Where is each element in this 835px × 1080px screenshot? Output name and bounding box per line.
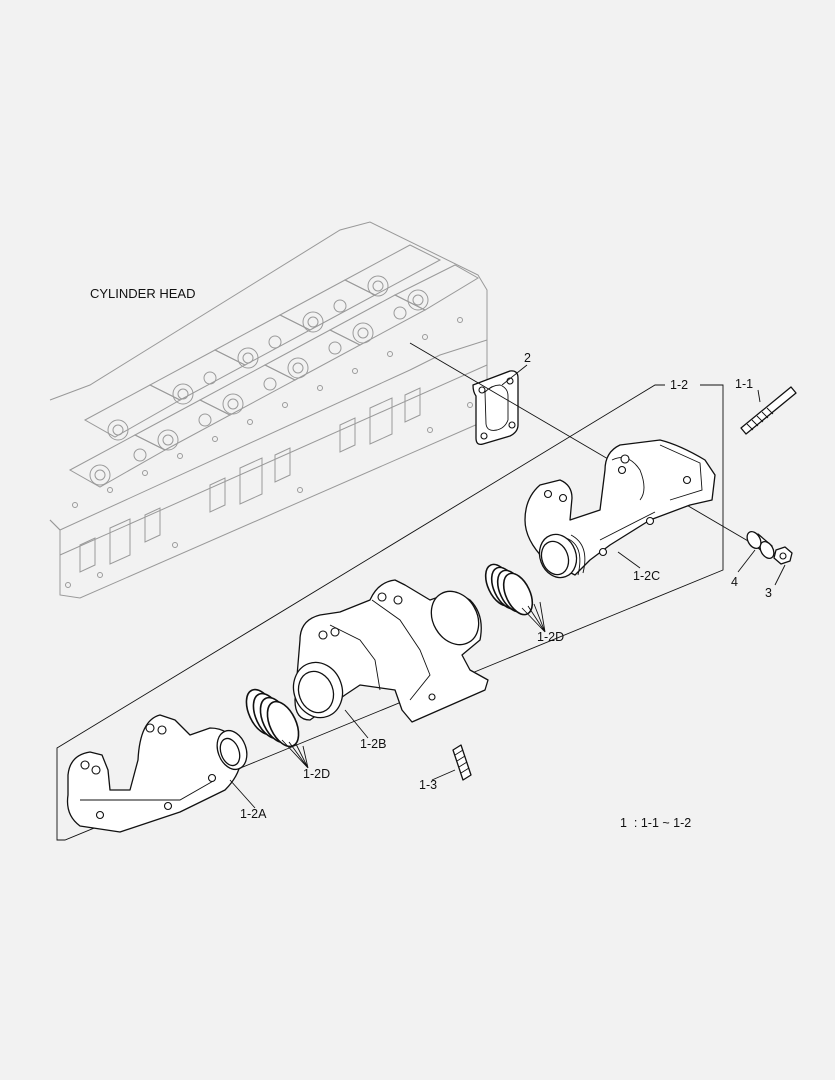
label-seal-rings-lower: 1-2D (303, 767, 330, 781)
label-cylinder-head: CYLINDER HEAD (90, 286, 195, 301)
assembly-frame (56, 384, 724, 841)
seal-rings-upper (484, 563, 534, 616)
short-stud (452, 744, 472, 781)
gasket (472, 370, 519, 446)
label-spacer: 4 (731, 575, 738, 589)
manifold-rear (524, 439, 716, 579)
label-gasket: 2 (524, 351, 531, 365)
label-short-stud: 1-3 (419, 778, 437, 792)
label-manifold-center: 1-2B (360, 737, 386, 751)
spacer (746, 530, 775, 560)
long-stud (740, 386, 797, 435)
manifold-front (66, 714, 248, 833)
label-manifold-front: 1-2A (240, 807, 267, 821)
label-manifold-rear: 1-2C (633, 569, 660, 583)
label-seal-rings-upper: 1-2D (537, 630, 564, 644)
nut (773, 546, 793, 565)
manifold-center (292, 579, 489, 723)
leader-lines (229, 364, 786, 809)
legend-text: 1 : 1-1 ~ 1-2 (620, 816, 691, 830)
cylinder-head (49, 221, 488, 599)
seal-rings-lower (245, 688, 300, 748)
label-nut: 3 (765, 586, 772, 600)
alignment-line (409, 342, 761, 549)
label-long-stud: 1-1 (735, 377, 753, 391)
callout-labels: CYLINDER HEAD 2 1-2 1-1 4 3 1-2C 1-2D 1-… (90, 286, 772, 830)
label-manifold-assembly: 1-2 (670, 378, 688, 392)
